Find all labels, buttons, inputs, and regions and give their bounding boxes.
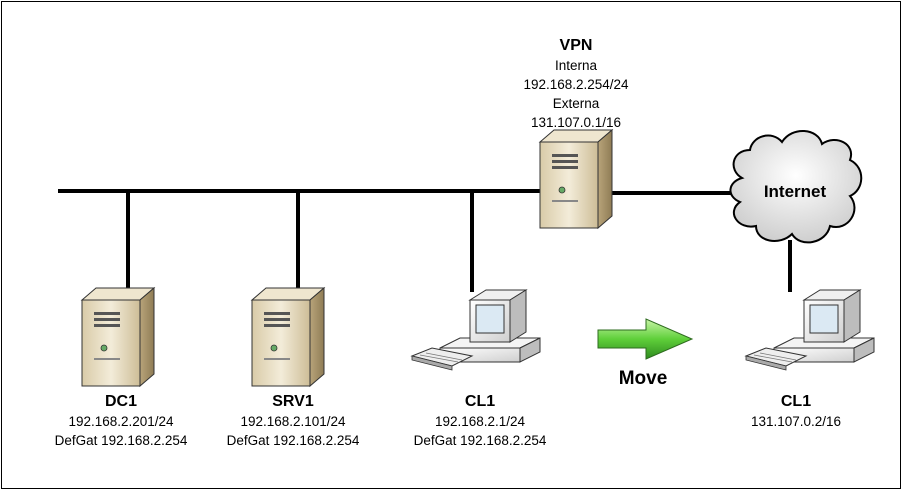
cl1-internal-gateway: DefGat 192.168.2.254 bbox=[413, 433, 547, 448]
srv1-server-icon bbox=[251, 287, 325, 387]
cl1-internal-name: CL1 bbox=[464, 393, 496, 410]
cl1-internal-ip: 192.168.2.1/24 bbox=[434, 414, 526, 429]
srv1-ip: 192.168.2.101/24 bbox=[240, 414, 346, 429]
move-label: Move bbox=[618, 368, 668, 389]
internet-cloud-icon bbox=[729, 130, 863, 244]
vpn-internal-ip: 192.168.2.254/24 bbox=[523, 77, 629, 92]
dc1-server-icon bbox=[81, 287, 155, 387]
internet-label: Internet bbox=[763, 182, 827, 201]
move-arrow-icon bbox=[597, 318, 694, 360]
dc1-gateway: DefGat 192.168.2.254 bbox=[54, 433, 188, 448]
dc1-label: DC1 192.168.2.201/24 DefGat 192.168.2.25… bbox=[55, 392, 188, 450]
srv1-label: SRV1 192.168.2.101/24 DefGat 192.168.2.2… bbox=[227, 392, 360, 450]
cl1-external-label: CL1 131.107.0.2/16 bbox=[751, 392, 841, 431]
vpn-internal-label: Interna bbox=[554, 58, 598, 73]
vpn-external-label: Externa bbox=[552, 96, 600, 111]
cl1-external-pc-icon bbox=[745, 289, 875, 371]
vpn-server-icon bbox=[539, 129, 613, 229]
cl1-external-ip: 131.107.0.2/16 bbox=[750, 414, 842, 429]
vpn-external-ip: 131.107.0.1/16 bbox=[530, 115, 622, 130]
vpn-name: VPN bbox=[559, 37, 593, 54]
dc1-ip: 192.168.2.201/24 bbox=[68, 414, 174, 429]
cl1-internal-pc-icon bbox=[411, 289, 541, 371]
cl1-internal-label: CL1 192.168.2.1/24 DefGat 192.168.2.254 bbox=[414, 392, 547, 450]
cl1-external-name: CL1 bbox=[780, 393, 812, 410]
srv1-gateway: DefGat 192.168.2.254 bbox=[226, 433, 360, 448]
vpn-label: VPN Interna 192.168.2.254/24 Externa 131… bbox=[523, 36, 628, 132]
dc1-name: DC1 bbox=[104, 393, 138, 410]
srv1-name: SRV1 bbox=[272, 393, 314, 410]
